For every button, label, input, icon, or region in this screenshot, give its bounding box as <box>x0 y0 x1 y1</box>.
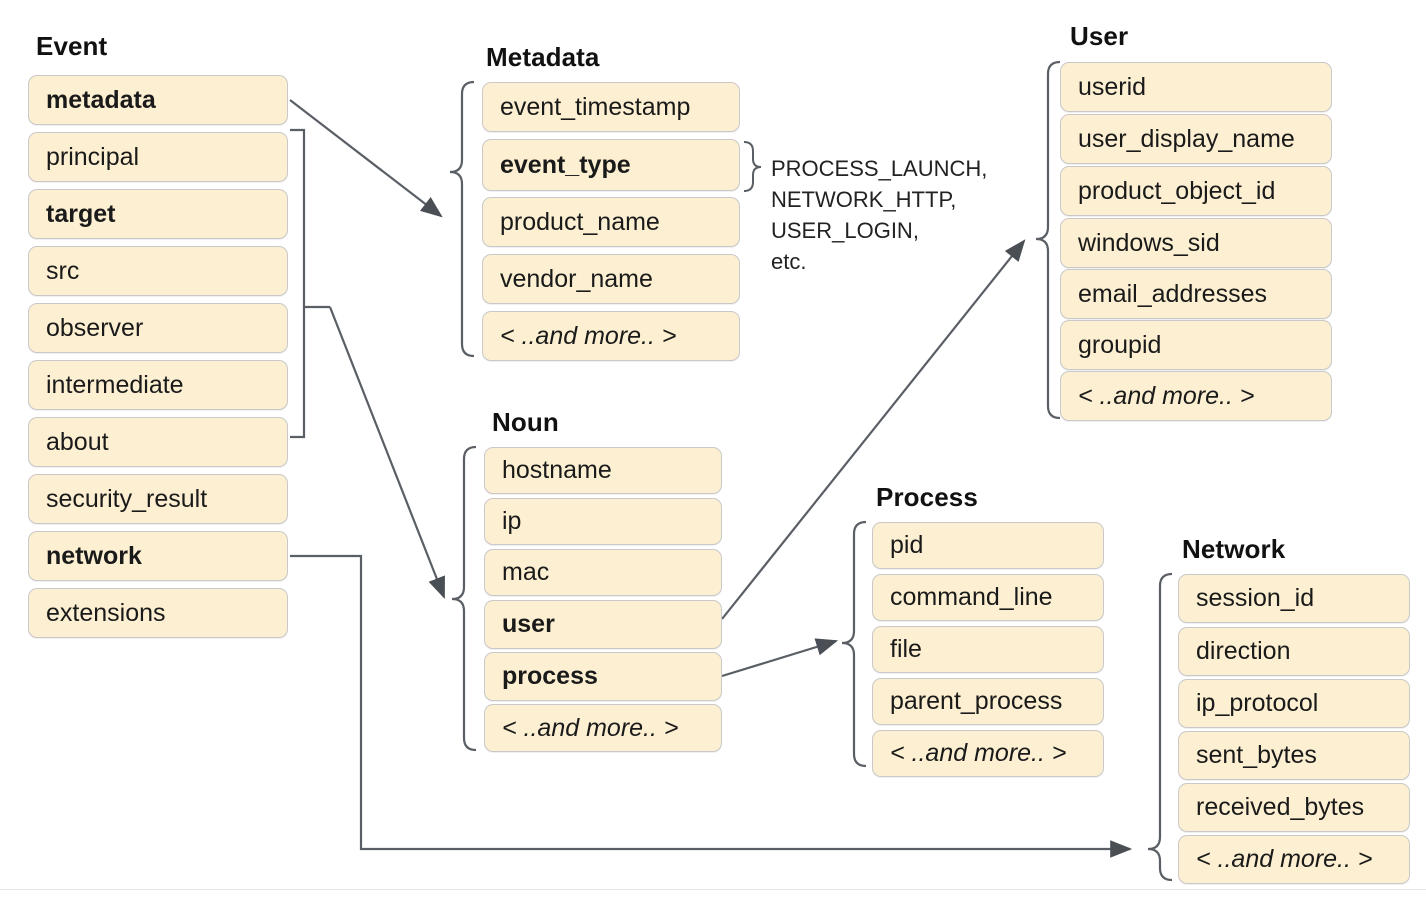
field-metadata-vendor-name[interactable]: vendor_name <box>482 254 740 304</box>
field-process-file[interactable]: file <box>872 626 1104 673</box>
metadata-brace <box>449 80 475 358</box>
field-noun-mac[interactable]: mac <box>484 549 722 596</box>
annotation-event-type-values: PROCESS_LAUNCH, NETWORK_HTTP, USER_LOGIN… <box>771 156 988 274</box>
field-process-more[interactable]: < ..and more.. > <box>872 730 1104 777</box>
field-user-email-addresses[interactable]: email_addresses <box>1060 269 1332 319</box>
group-title-user: User <box>1070 21 1129 51</box>
field-noun-hostname[interactable]: hostname <box>484 447 722 494</box>
link-metadata <box>289 99 443 218</box>
field-metadata-event-timestamp[interactable]: event_timestamp <box>482 82 740 132</box>
field-process-command-line[interactable]: command_line <box>872 574 1104 621</box>
event-noun-bracket <box>290 128 306 439</box>
field-event-target[interactable]: target <box>28 189 288 239</box>
field-user-display-name[interactable]: user_display_name <box>1060 114 1332 164</box>
field-event-intermediate[interactable]: intermediate <box>28 360 288 410</box>
group-title-metadata: Metadata <box>486 42 600 72</box>
field-user-groupid[interactable]: groupid <box>1060 320 1332 370</box>
link-noun-arrow <box>328 306 446 600</box>
field-noun-ip[interactable]: ip <box>484 498 722 545</box>
group-title-network: Network <box>1182 534 1286 564</box>
field-noun-process[interactable]: process <box>484 652 722 701</box>
field-network-received-bytes[interactable]: received_bytes <box>1178 783 1410 832</box>
field-process-pid[interactable]: pid <box>872 522 1104 569</box>
field-network-ip-protocol[interactable]: ip_protocol <box>1178 679 1410 728</box>
link-process <box>721 638 839 678</box>
user-brace <box>1035 60 1061 420</box>
group-title-noun: Noun <box>492 407 559 437</box>
field-metadata-more[interactable]: < ..and more.. > <box>482 311 740 361</box>
field-metadata-event-type[interactable]: event_type <box>482 139 740 191</box>
field-user-windows-sid[interactable]: windows_sid <box>1060 218 1332 268</box>
field-event-src[interactable]: src <box>28 246 288 296</box>
field-noun-more[interactable]: < ..and more.. > <box>484 704 722 752</box>
field-event-extensions[interactable]: extensions <box>28 588 288 638</box>
noun-brace <box>451 445 477 752</box>
field-noun-user[interactable]: user <box>484 600 722 649</box>
field-event-network[interactable]: network <box>28 531 288 581</box>
field-event-security-result[interactable]: security_result <box>28 474 288 524</box>
field-user-more[interactable]: < ..and more.. > <box>1060 371 1332 421</box>
field-event-about[interactable]: about <box>28 417 288 467</box>
field-user-userid[interactable]: userid <box>1060 62 1332 112</box>
bottom-divider <box>0 889 1426 890</box>
field-network-direction[interactable]: direction <box>1178 627 1410 676</box>
field-network-session-id[interactable]: session_id <box>1178 574 1410 623</box>
event-type-brace <box>743 141 762 192</box>
field-network-sent-bytes[interactable]: sent_bytes <box>1178 731 1410 780</box>
field-event-observer[interactable]: observer <box>28 303 288 353</box>
field-process-parent-process[interactable]: parent_process <box>872 678 1104 725</box>
process-brace <box>841 520 867 768</box>
field-metadata-product-name[interactable]: product_name <box>482 197 740 247</box>
field-event-principal[interactable]: principal <box>28 132 288 182</box>
field-user-product-object-id[interactable]: product_object_id <box>1060 166 1332 216</box>
field-event-metadata[interactable]: metadata <box>28 75 288 125</box>
group-title-process: Process <box>876 482 978 512</box>
field-network-more[interactable]: < ..and more.. > <box>1178 835 1410 884</box>
network-brace <box>1147 572 1173 882</box>
group-title-event: Event <box>36 31 108 61</box>
